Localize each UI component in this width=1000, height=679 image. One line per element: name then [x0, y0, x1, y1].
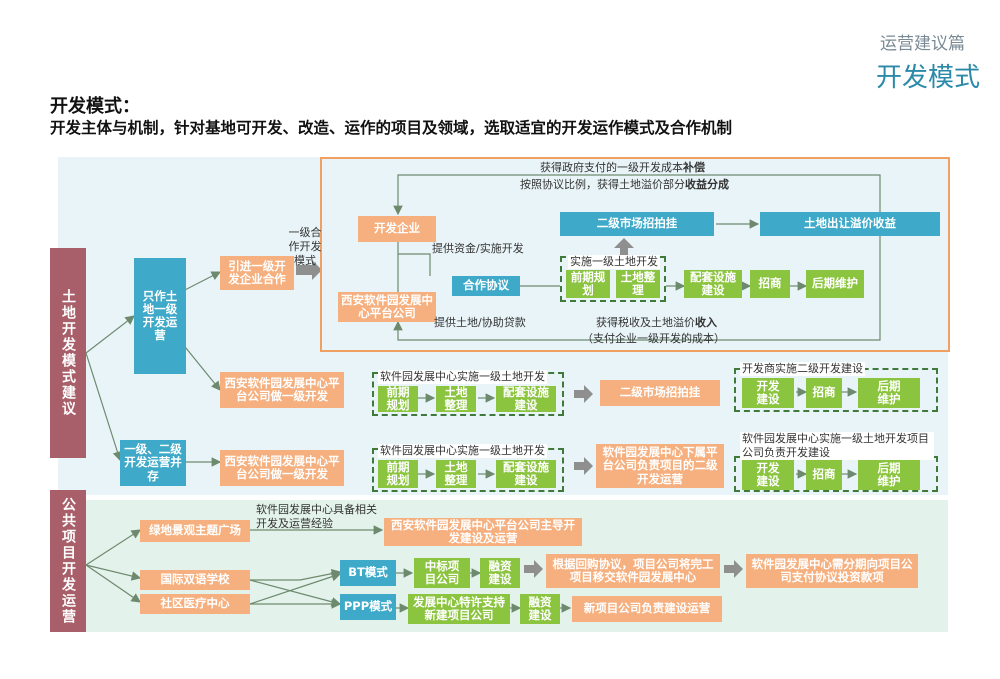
dev-company-box: 开发企业 — [358, 216, 436, 242]
land-premium-box: 土地出让溢价收益 — [760, 212, 940, 236]
row3-project-title: 软件园发展中心实施一级土地开发项目公司负责开发建设 — [740, 432, 934, 460]
land-mode-side-label: 土地开发模式建议 — [50, 248, 86, 458]
row3-maintain-box: 后期维护 — [858, 460, 920, 490]
clinic-box: 社区医疗中心 — [140, 594, 250, 614]
row2-secondary-market-box: 二级市场招拍挂 — [600, 380, 720, 406]
row3-sub-company-box: 软件园发展中心下属平台公司负责项目的二级开发运营 — [596, 444, 724, 488]
public-project-side-label: 公共项目开发运营 — [50, 490, 86, 632]
cooperation-panel — [320, 157, 950, 352]
row3-primary-title: 软件园发展中心实施一级土地开发 — [378, 444, 547, 458]
attract-box: 招商 — [750, 270, 790, 298]
row3-plan-box: 前期规划 — [378, 460, 418, 488]
funding-note: 提供资金/实施开发 — [432, 242, 524, 255]
row2-facilities-box: 配套设施建设 — [496, 385, 556, 412]
bilingual-school-box: 国际双语学校 — [140, 570, 250, 590]
intro-subtitle: 开发主体与机制，针对基地可开发、改造、运作的项目及领域，选取适宜的开发运作模式及… — [50, 119, 733, 137]
ppp-new-company-box: 新项目公司负责建设运营 — [572, 596, 722, 622]
parallel-mode-box: 一级、二级开发运营并存 — [120, 440, 186, 486]
row3-dev-build-box: 开发建设 — [742, 460, 794, 490]
ppp-financing-box: 融资建设 — [520, 594, 560, 624]
row3-platform-box: 西安软件园发展中心平台公司做一级开发 — [220, 450, 344, 486]
experience-note: 软件园发展中心具备相关开发及运营经验 — [256, 503, 377, 530]
row3-attract-box: 招商 — [806, 460, 842, 490]
tax-income-note: 获得税收及土地溢价收入 — [596, 316, 717, 329]
row2-maintain-box: 后期维护 — [858, 378, 920, 408]
tax-cost-note: （支付企业一级开发的成本） — [582, 332, 725, 345]
introduce-company-box: 引进一级开发企业合作 — [220, 256, 294, 290]
page-title: 开发模式 — [876, 63, 981, 93]
only-land-box: 只作土地一级开发运营 — [134, 258, 186, 374]
bt-payment-box: 软件园发展中心需分期向项目公司支付协议投资款项 — [746, 554, 918, 588]
ppp-mode-box: PPP模式 — [340, 594, 396, 620]
bt-transfer-box: 根据回购协议，项目公司将完工项目移交软件园发展中心 — [546, 554, 720, 588]
land-support-note: 提供土地/协助贷款 — [434, 316, 526, 329]
bt-project-company-box: 中标项目公司 — [414, 558, 470, 588]
row2-land-prep-box: 土地整理 — [436, 385, 476, 412]
bt-mode-box: BT模式 — [340, 560, 396, 586]
row2-attract-box: 招商 — [806, 378, 842, 408]
row2-dev-build-box: 开发建设 — [742, 378, 794, 408]
coop-agreement-box: 合作协议 — [452, 276, 520, 296]
row2-primary-title: 软件园发展中心实施一级土地开发 — [378, 370, 547, 384]
row2-developer-title: 开发商实施二级开发建设 — [740, 362, 865, 376]
maintain-box: 后期维护 — [806, 270, 864, 298]
row2-plan-box: 前期规划 — [378, 385, 418, 412]
secondary-market-box: 二级市场招拍挂 — [560, 212, 714, 236]
xian-platform-box: 西安软件园发展中心平台公司 — [338, 292, 436, 322]
plan-box: 前期规划 — [566, 270, 610, 298]
land-prep-box: 土地整理 — [616, 270, 660, 298]
intro-heading: 开发模式： — [50, 96, 140, 117]
row3-facilities-box: 配套设施建设 — [496, 460, 556, 488]
premium-share-note: 按照协议比例，获得土地溢价部分收益分成 — [520, 178, 729, 191]
section-label: 运营建议篇 — [880, 34, 965, 54]
lead-dev-box: 西安软件园发展中心平台公司主导开发建设及运营 — [384, 518, 582, 546]
facilities-box: 配套设施建设 — [684, 270, 742, 298]
primary-dev-title: 实施一级土地开发 — [568, 255, 660, 269]
green-plaza-box: 绿地景观主题广场 — [140, 520, 250, 542]
gov-compensation-note: 获得政府支付的一级开发成本补偿 — [540, 161, 705, 174]
ppp-support-box: 发展中心特许支持新建项目公司 — [408, 594, 510, 624]
coop-mode-label: 一级合作开发模式 — [288, 226, 322, 267]
bt-financing-box: 融资建设 — [480, 558, 520, 588]
row3-land-prep-box: 土地整理 — [436, 460, 476, 488]
row2-platform-box: 西安软件园发展中心平台公司做一级开发 — [220, 372, 344, 408]
